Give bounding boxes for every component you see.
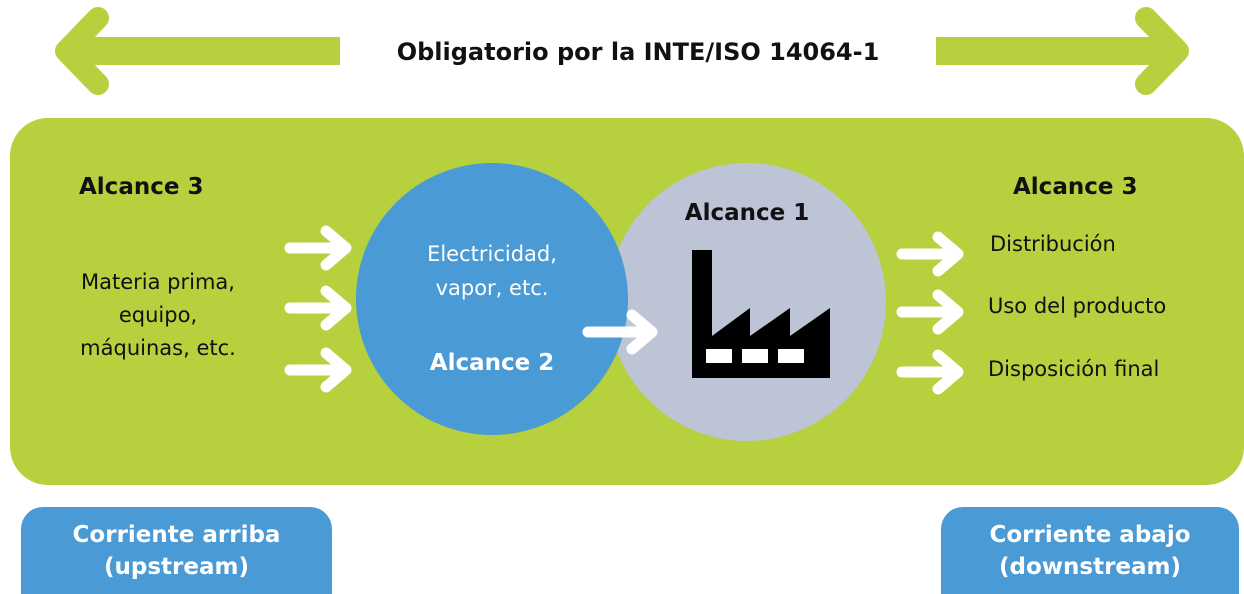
downstream-label: Corriente abajo (downstream) <box>941 507 1239 594</box>
scope2-heading: Alcance 2 <box>429 350 555 376</box>
scope1-circle <box>608 163 886 441</box>
scope2-text: Electricidad, vapor, etc. <box>392 237 592 305</box>
downstream-label-line: (downstream) <box>998 553 1182 580</box>
arrow-right-icon <box>582 309 658 355</box>
downstream-item: Distribución <box>990 232 1116 256</box>
scope1-heading: Alcance 1 <box>684 200 810 226</box>
upstream-label-line: Corriente arriba <box>72 521 281 548</box>
upstream-label-line: (upstream) <box>104 553 249 580</box>
upstream-line: equipo, <box>118 303 198 327</box>
arrow-right-icon <box>284 347 352 393</box>
upstream-label: Corriente arriba (upstream) <box>21 507 332 594</box>
downstream-item: Disposición final <box>988 357 1160 381</box>
arrow-right-icon <box>896 231 964 277</box>
upstream-scope3-text: Materia prima, equipo, máquinas, etc. <box>58 266 258 365</box>
factory-icon <box>692 250 830 378</box>
scope2-circle <box>356 163 628 435</box>
arrow-right-icon <box>896 289 964 335</box>
arrow-right-icon <box>896 349 964 395</box>
scope2-line: vapor, etc. <box>435 276 549 300</box>
downstream-scope3-heading: Alcance 3 <box>1013 174 1138 200</box>
upstream-line: máquinas, etc. <box>80 336 236 360</box>
downstream-label-line: Corriente abajo <box>989 521 1191 548</box>
diagram-title: Obligatorio por la INTE/ISO 14064-1 <box>340 30 936 74</box>
upstream-line: Materia prima, <box>81 270 235 294</box>
upstream-scope3-heading: Alcance 3 <box>79 174 204 200</box>
arrow-right-icon <box>284 225 352 271</box>
arrow-right-icon <box>284 285 352 331</box>
downstream-item: Uso del producto <box>988 294 1167 318</box>
scope2-line: Electricidad, <box>427 242 557 266</box>
